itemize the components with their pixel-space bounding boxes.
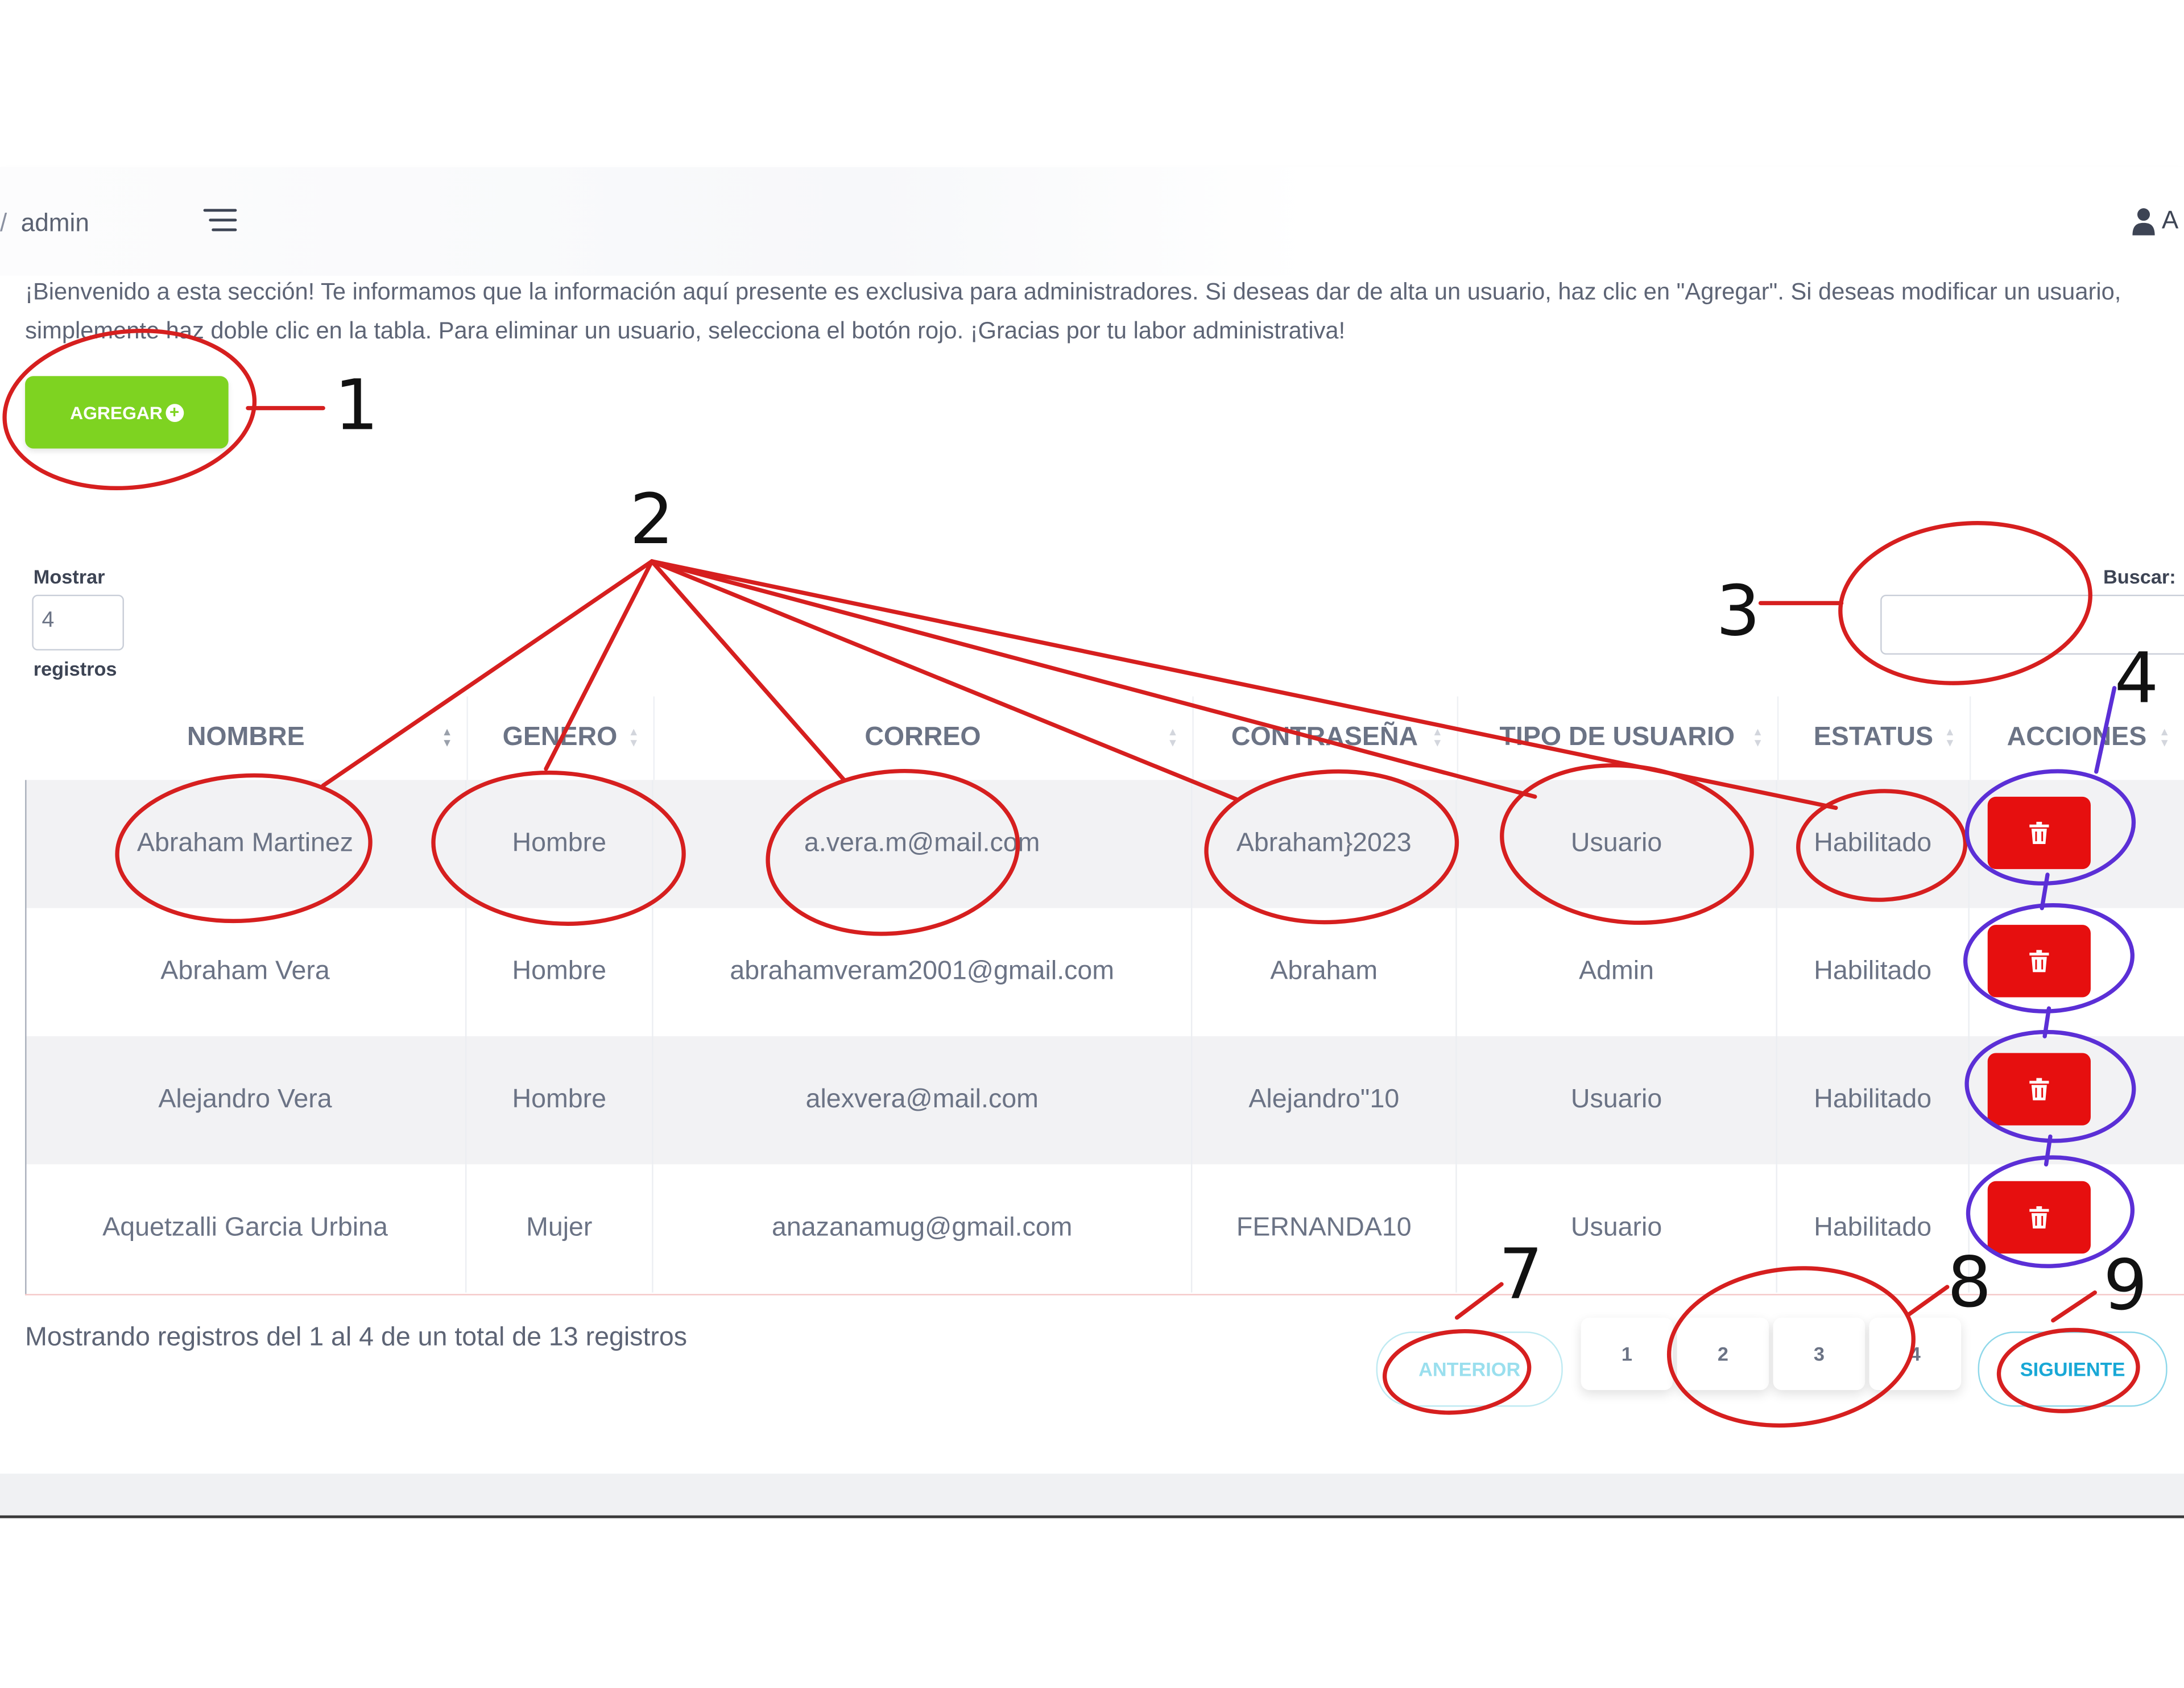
cell-estatus: Habilitado (1777, 780, 1970, 908)
pagination-page-3[interactable]: 3 (1773, 1317, 1866, 1391)
add-button[interactable]: AGREGAR + (25, 376, 229, 449)
delete-button[interactable] (1987, 1053, 2091, 1126)
delete-button[interactable] (1987, 925, 2091, 998)
user-name: A (2161, 206, 2179, 234)
breadcrumb-separator: / (0, 209, 7, 237)
column-header-acciones[interactable]: ACCIONES▲▼ (1970, 697, 2184, 780)
cell-nombre: Abraham Vera (25, 908, 467, 1037)
cell-contrasena: Abraham (1192, 908, 1457, 1037)
annotation-label: 3 (1716, 571, 1761, 652)
column-header-contrasena[interactable]: CONTRASEÑA▲▼ (1192, 696, 1459, 780)
table-row[interactable]: Aquetzalli Garcia Urbina Mujer anazanamu… (25, 1164, 2184, 1293)
table-header: NOMBRE▲▼ GENERO▲▼ CORREO▲▼ CONTRASEÑA▲▼ … (25, 696, 2184, 780)
cell-genero: Mujer (466, 1164, 653, 1293)
cell-tipo-usuario: Usuario (1457, 1036, 1777, 1165)
trash-icon (2029, 821, 2049, 845)
cell-estatus: Habilitado (1777, 1036, 1970, 1165)
hamburger-menu-icon[interactable] (203, 209, 237, 237)
trash-icon (2029, 1206, 2049, 1229)
cell-genero: Hombre (466, 908, 653, 1037)
pagination-page-2[interactable]: 2 (1677, 1317, 1769, 1391)
cell-contrasena: Abraham}2023 (1192, 780, 1457, 908)
cell-estatus: Habilitado (1777, 1164, 1970, 1293)
cell-correo: abrahamveram2001@gmail.com (653, 908, 1193, 1037)
delete-button[interactable] (1987, 796, 2091, 870)
search-label: Buscar: (2103, 565, 2176, 588)
cell-tipo-usuario: Admin (1457, 908, 1777, 1037)
table-left-border (25, 780, 27, 1296)
user-icon (2132, 208, 2155, 236)
plus-circle-icon: + (165, 403, 184, 421)
trash-icon (2029, 1078, 2049, 1100)
cell-correo: anazanamug@gmail.com (653, 1164, 1193, 1293)
column-header-tipo-usuario[interactable]: TIPO DE USUARIO▲▼ (1457, 696, 1779, 780)
table-row[interactable]: Alejandro Vera Hombre alexvera@mail.com … (25, 1036, 2184, 1165)
cell-correo: alexvera@mail.com (653, 1036, 1193, 1165)
pagination-previous[interactable]: ANTERIOR (1376, 1331, 1563, 1407)
breadcrumb-admin[interactable]: admin (20, 209, 89, 237)
pagination-next[interactable]: SIGUIENTE (1978, 1331, 2168, 1407)
annotation-label: 2 (629, 479, 674, 560)
breadcrumb: / admin (0, 209, 89, 238)
top-navbar (0, 167, 2184, 276)
cell-genero: Hombre (466, 1036, 653, 1165)
cell-correo: a.vera.m@mail.com (653, 780, 1193, 908)
cell-nombre: Abraham Martinez (25, 780, 467, 908)
length-label-top: Mostrar (33, 565, 105, 588)
records-per-page-select[interactable]: 4 (32, 594, 124, 651)
column-header-estatus[interactable]: ESTATUS▲▼ (1777, 696, 1971, 780)
cell-nombre: Aquetzalli Garcia Urbina (25, 1164, 467, 1293)
pagination-page-1[interactable]: 1 (1581, 1317, 1673, 1391)
page-footer (0, 1474, 2184, 1516)
add-button-label: AGREGAR (70, 402, 163, 423)
cell-contrasena: FERNANDA10 (1192, 1164, 1457, 1293)
user-menu[interactable]: A (2131, 206, 2179, 236)
delete-button[interactable] (1987, 1181, 2091, 1254)
annotation-label: 7 (1499, 1234, 1544, 1315)
cell-genero: Hombre (466, 780, 653, 908)
pagination-page-4[interactable]: 4 (1869, 1317, 1962, 1391)
annotation-label: 1 (334, 365, 379, 446)
trash-icon (2029, 950, 2049, 973)
length-label-bottom: registros (33, 657, 117, 680)
table-row[interactable]: Abraham Vera Hombre abrahamveram2001@gma… (25, 908, 2184, 1037)
table-info: Mostrando registros del 1 al 4 de un tot… (25, 1323, 688, 1352)
cell-estatus: Habilitado (1777, 908, 1970, 1037)
column-header-correo[interactable]: CORREO▲▼ (653, 696, 1194, 780)
column-header-nombre[interactable]: NOMBRE▲▼ (25, 696, 468, 780)
table-bottom-border (25, 1294, 2184, 1296)
annotation-label: 8 (1947, 1242, 1992, 1323)
cell-nombre: Alejandro Vera (25, 1036, 467, 1165)
footer-divider (0, 1515, 2184, 1519)
intro-text: ¡Bienvenido a esta sección! Te informamo… (25, 278, 2121, 344)
cell-tipo-usuario: Usuario (1457, 1164, 1777, 1293)
annotation-label: 4 (2114, 638, 2159, 719)
cell-tipo-usuario: Usuario (1457, 780, 1777, 908)
cell-contrasena: Alejandro"10 (1192, 1036, 1457, 1165)
column-header-genero[interactable]: GENERO▲▼ (466, 696, 655, 780)
annotation-label: 9 (2103, 1245, 2148, 1326)
table-row[interactable]: Abraham Martinez Hombre a.vera.m@mail.co… (25, 780, 2184, 908)
